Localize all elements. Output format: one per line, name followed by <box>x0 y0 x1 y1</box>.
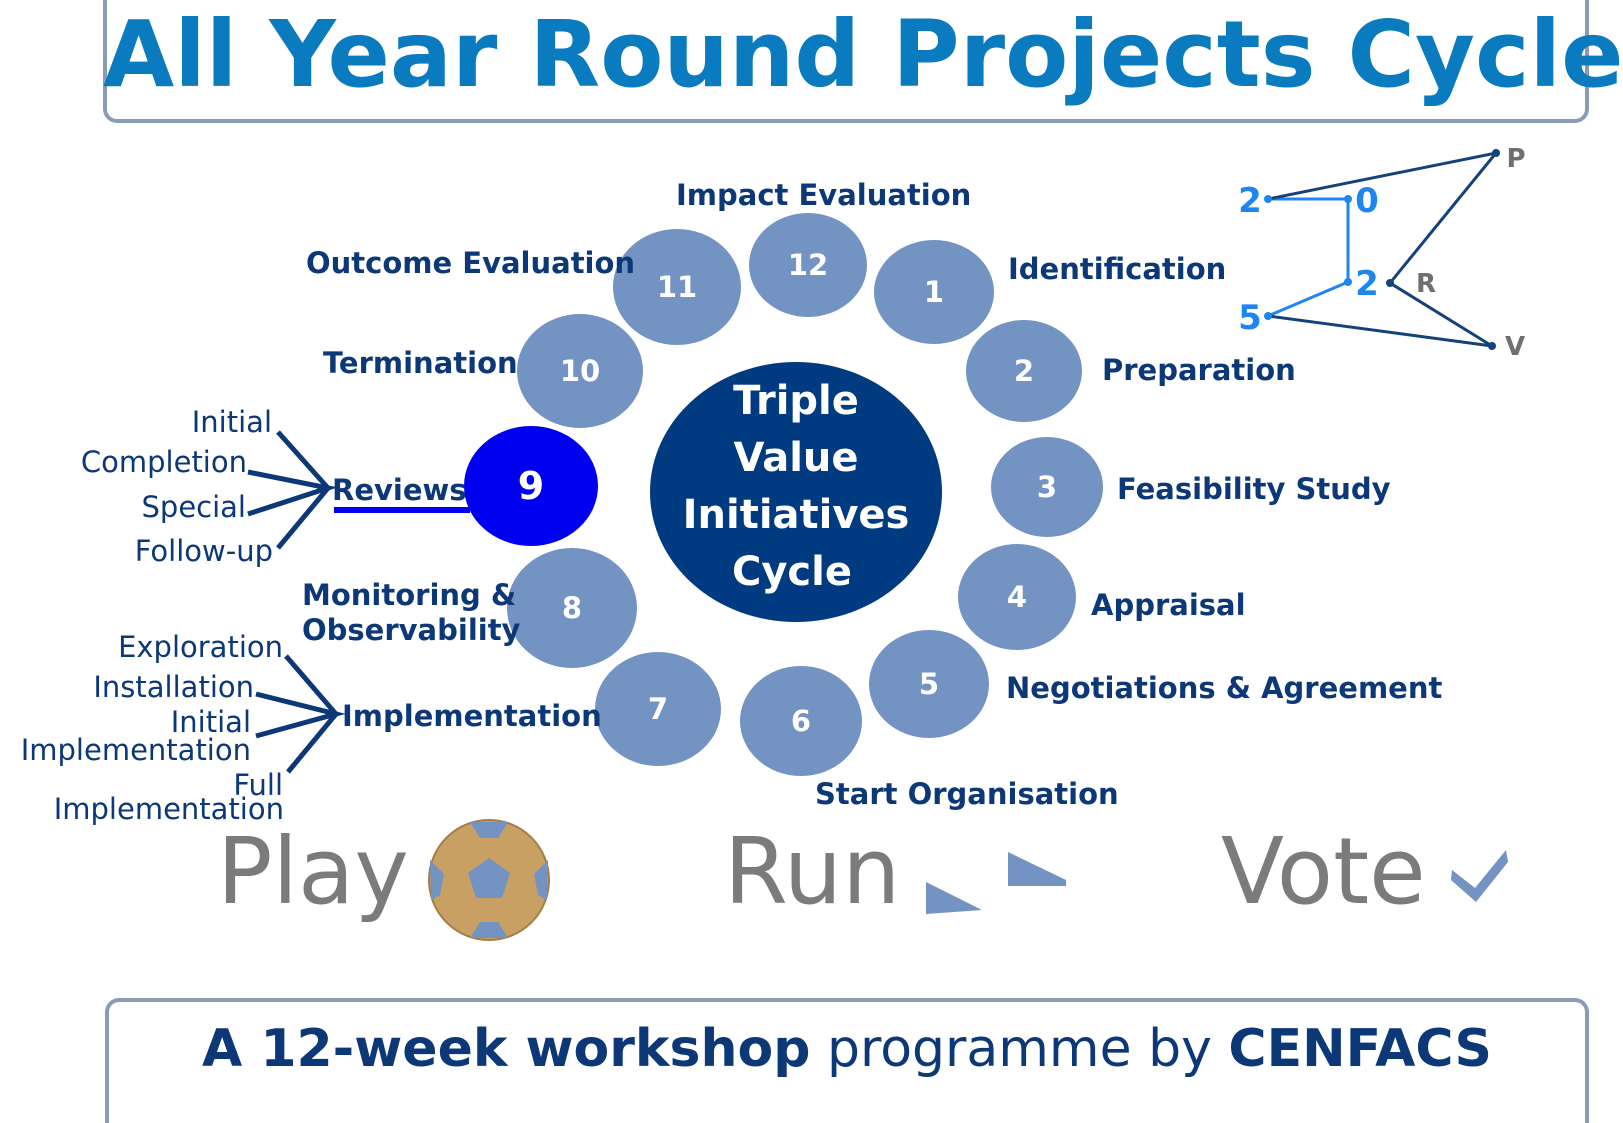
stage-bubble <box>966 320 1082 422</box>
stage-10[interactable]: 10 <box>517 314 643 428</box>
logo-letter-r: R <box>1416 269 1436 299</box>
page-title: All Year Round Projects Cycle <box>103 1 1623 108</box>
checkmark-icon <box>1451 850 1508 902</box>
stage-number: 1 <box>924 275 944 309</box>
center-circle <box>650 362 942 622</box>
football-icon <box>428 819 550 941</box>
stage-12[interactable]: 12 <box>749 213 867 317</box>
reviews-branch: Reviews Initial Completion Special Follo… <box>81 405 470 568</box>
stage-bubble <box>507 548 637 668</box>
stage-number: 10 <box>560 354 600 388</box>
stage-5[interactable]: 5 <box>869 630 989 738</box>
stage-number: 6 <box>791 704 811 738</box>
logo-digit-0: 0 <box>1355 181 1379 221</box>
reviews-arrows <box>247 430 338 550</box>
stage-2[interactable]: 2 <box>966 320 1082 422</box>
stage-bubble <box>991 437 1103 537</box>
prv-logo: 2 0 2 5 P R V <box>1238 144 1525 362</box>
play-word: Play <box>217 818 409 925</box>
stage-7[interactable]: 7 <box>595 652 721 766</box>
stage-bubble <box>874 240 994 344</box>
reviews-item-initial: Initial <box>192 405 272 439</box>
stage-label-impact-evaluation: Impact Evaluation <box>676 178 971 212</box>
stage-number: 5 <box>919 667 939 701</box>
implementation-item-full: Full <box>233 768 283 802</box>
stage-bubble-highlighted <box>464 426 598 546</box>
stage-number: 4 <box>1007 580 1027 614</box>
reviews-item-completion: Completion <box>81 445 247 479</box>
footer-workshop: A 12-week workshop <box>201 1019 811 1079</box>
stage-8[interactable]: 8 <box>507 548 637 668</box>
stage-number: 7 <box>648 692 668 726</box>
stage-label-appraisal: Appraisal <box>1091 588 1246 622</box>
stage-label-feasibility: Feasibility Study <box>1117 472 1391 506</box>
center-line-1: Triple <box>733 378 859 424</box>
stage-bubble <box>958 544 1076 650</box>
stage-number: 3 <box>1037 470 1057 504</box>
stage-bubble <box>595 652 721 766</box>
implementation-branch: Implementation Exploration Installation … <box>21 630 602 826</box>
footer-text: A 12-week workshop programme by CENFACS <box>105 1014 1589 1084</box>
stage-label-negotiations: Negotiations & Agreement <box>1006 671 1442 705</box>
stage-11[interactable]: 11 <box>613 229 741 345</box>
stage-bubble <box>740 666 862 776</box>
stage-3[interactable]: 3 <box>991 437 1103 537</box>
implementation-item-exploration: Exploration <box>118 630 283 664</box>
logo-digit-2: 2 <box>1238 181 1262 221</box>
stage-bubble <box>517 314 643 428</box>
stage-9[interactable]: 9 <box>464 426 598 546</box>
stage-label-outcome-evaluation: Outcome Evaluation <box>306 246 635 280</box>
logo-letter-p: P <box>1506 144 1525 174</box>
stage-label-monitoring-2: Observability <box>302 613 521 647</box>
stage-bubble <box>749 213 867 317</box>
center-line-4: Cycle <box>732 549 852 595</box>
stage-label-start-organisation: Start Organisation <box>815 777 1119 811</box>
reviews-item-follow-up: Follow-up <box>135 534 273 568</box>
center-line-2: Value <box>733 435 858 481</box>
stage-number: 11 <box>657 270 697 304</box>
vote-word: Vote <box>1221 818 1426 925</box>
center-line-3: Initiatives <box>683 492 910 538</box>
stage-number: 8 <box>562 591 582 625</box>
run-ramp-icon <box>926 852 1066 914</box>
stage-label-monitoring-1: Monitoring & <box>302 578 516 612</box>
stage-number: 2 <box>1014 354 1034 388</box>
stage-bubble <box>869 630 989 738</box>
footer-org: CENFACS <box>1228 1019 1493 1079</box>
reviews-label: Reviews <box>332 473 467 507</box>
implementation-label: Implementation <box>342 699 602 733</box>
reviews-item-special: Special <box>142 490 247 524</box>
stage-4[interactable]: 4 <box>958 544 1076 650</box>
implementation-item-initial: Initial <box>171 705 251 739</box>
stage-1[interactable]: 1 <box>874 240 994 344</box>
logo-digit-2b: 2 <box>1355 264 1379 304</box>
title-frame <box>103 0 1589 123</box>
implementation-item-initial-implementation: Implementation <box>21 733 251 767</box>
stage-label-identification: Identification <box>1008 252 1226 286</box>
stage-6[interactable]: 6 <box>740 666 862 776</box>
stage-number: 9 <box>518 464 544 508</box>
stage-bubble <box>613 229 741 345</box>
stage-label-termination: Termination <box>323 346 518 380</box>
footer-programme-by: programme by <box>810 1019 1229 1079</box>
implementation-item-installation: Installation <box>93 670 254 704</box>
implementation-item-full-implementation: Implementation <box>54 792 284 826</box>
stage-number: 12 <box>788 248 828 282</box>
logo-digit-5: 5 <box>1238 298 1262 338</box>
footer-frame <box>105 998 1589 1123</box>
run-word: Run <box>724 818 901 925</box>
logo-letter-v: V <box>1505 332 1525 362</box>
stage-label-preparation: Preparation <box>1102 353 1296 387</box>
implementation-arrows <box>255 654 346 774</box>
